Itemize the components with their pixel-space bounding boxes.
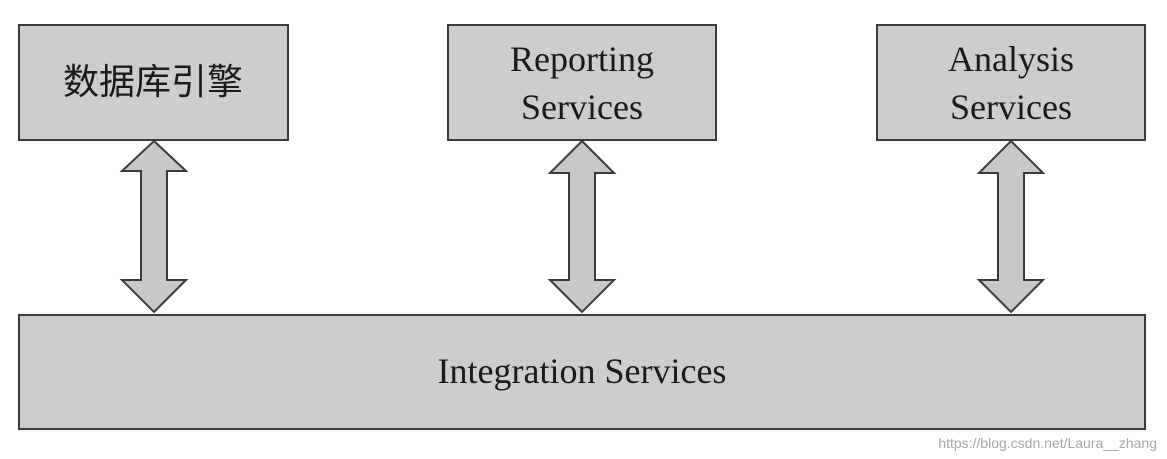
database-engine-integration-arrow: [119, 139, 189, 314]
analysis-services-label-line1: Analysis: [948, 39, 1074, 79]
analysis-integration-arrow: [976, 139, 1046, 314]
reporting-integration-arrow: [547, 139, 617, 314]
watermark-text: https://blog.csdn.net/Laura__zhang: [938, 435, 1157, 451]
analysis-services-box: [876, 24, 1146, 141]
database-engine-label: 数据库引擎: [63, 62, 243, 102]
reporting-services-box: [447, 24, 717, 141]
reporting-services-label-line1: Reporting: [510, 39, 654, 79]
reporting-services-label-line2: Services: [521, 87, 643, 127]
integration-services-label: Integration Services: [438, 351, 727, 391]
integration-services-box: [18, 314, 1146, 430]
database-engine-box: [18, 24, 289, 141]
analysis-services-label-line2: Services: [950, 87, 1072, 127]
